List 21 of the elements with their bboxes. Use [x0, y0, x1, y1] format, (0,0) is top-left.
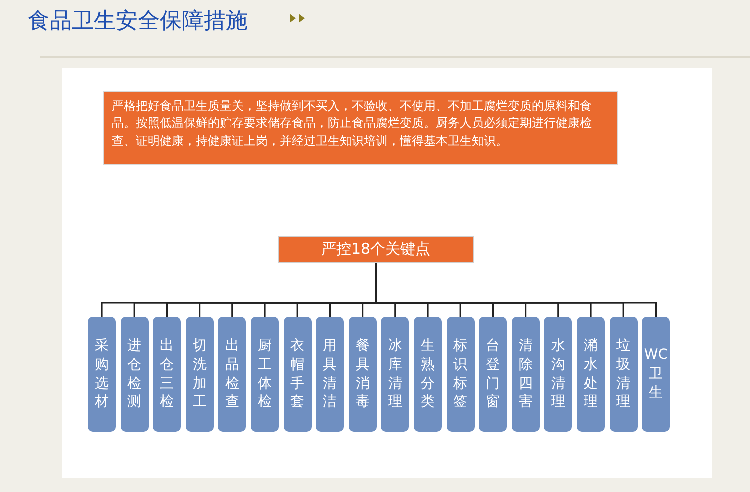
- checkpoint-box: 潲水处理: [577, 317, 605, 432]
- checkpoint-box: 采购选材: [88, 317, 116, 432]
- checkpoint-box: WC 卫生: [642, 317, 670, 432]
- checkpoint-box: 厨工体检: [251, 317, 279, 432]
- checkpoint-box: 水沟清理: [544, 317, 572, 432]
- checkpoint-box: 垃圾清理: [610, 317, 638, 432]
- checkpoint-box: 用具清洁: [316, 317, 344, 432]
- checkpoint-box: 餐具消毒: [348, 317, 377, 432]
- checkpoint-box: 出品检查: [218, 317, 246, 432]
- checkpoint-box: 冰库清理: [381, 317, 410, 432]
- checkpoint-box: 标识标签: [446, 317, 475, 432]
- checkpoint-box: 生熟分类: [414, 317, 442, 432]
- checkpoint-box: 切洗加工: [186, 317, 214, 432]
- description-box: 严格把好食品卫生质量关，坚持做到不买入，不验收、不使用、不加工腐烂变质的原料和食品。按照低温保鲜的贮存要求储存食品，防止食品腐烂变质。厨务人员必须定期进行健康检查、证明健康，持健康证上岗，并经过卫生知识培训，懂得基本卫生知识。: [103, 91, 618, 165]
- page-title: 食品卫生安全保障措施: [28, 8, 248, 36]
- checkpoint-box: 台登门窗: [479, 317, 508, 432]
- checkpoint-box: 清除四害: [512, 317, 540, 432]
- key-points-box: 严控18个关键点: [278, 236, 474, 263]
- checkpoint-box: 出仓三检: [153, 317, 182, 432]
- checkpoint-box: 衣帽手套: [284, 317, 312, 432]
- checkpoint-box: 进仓检测: [120, 317, 149, 432]
